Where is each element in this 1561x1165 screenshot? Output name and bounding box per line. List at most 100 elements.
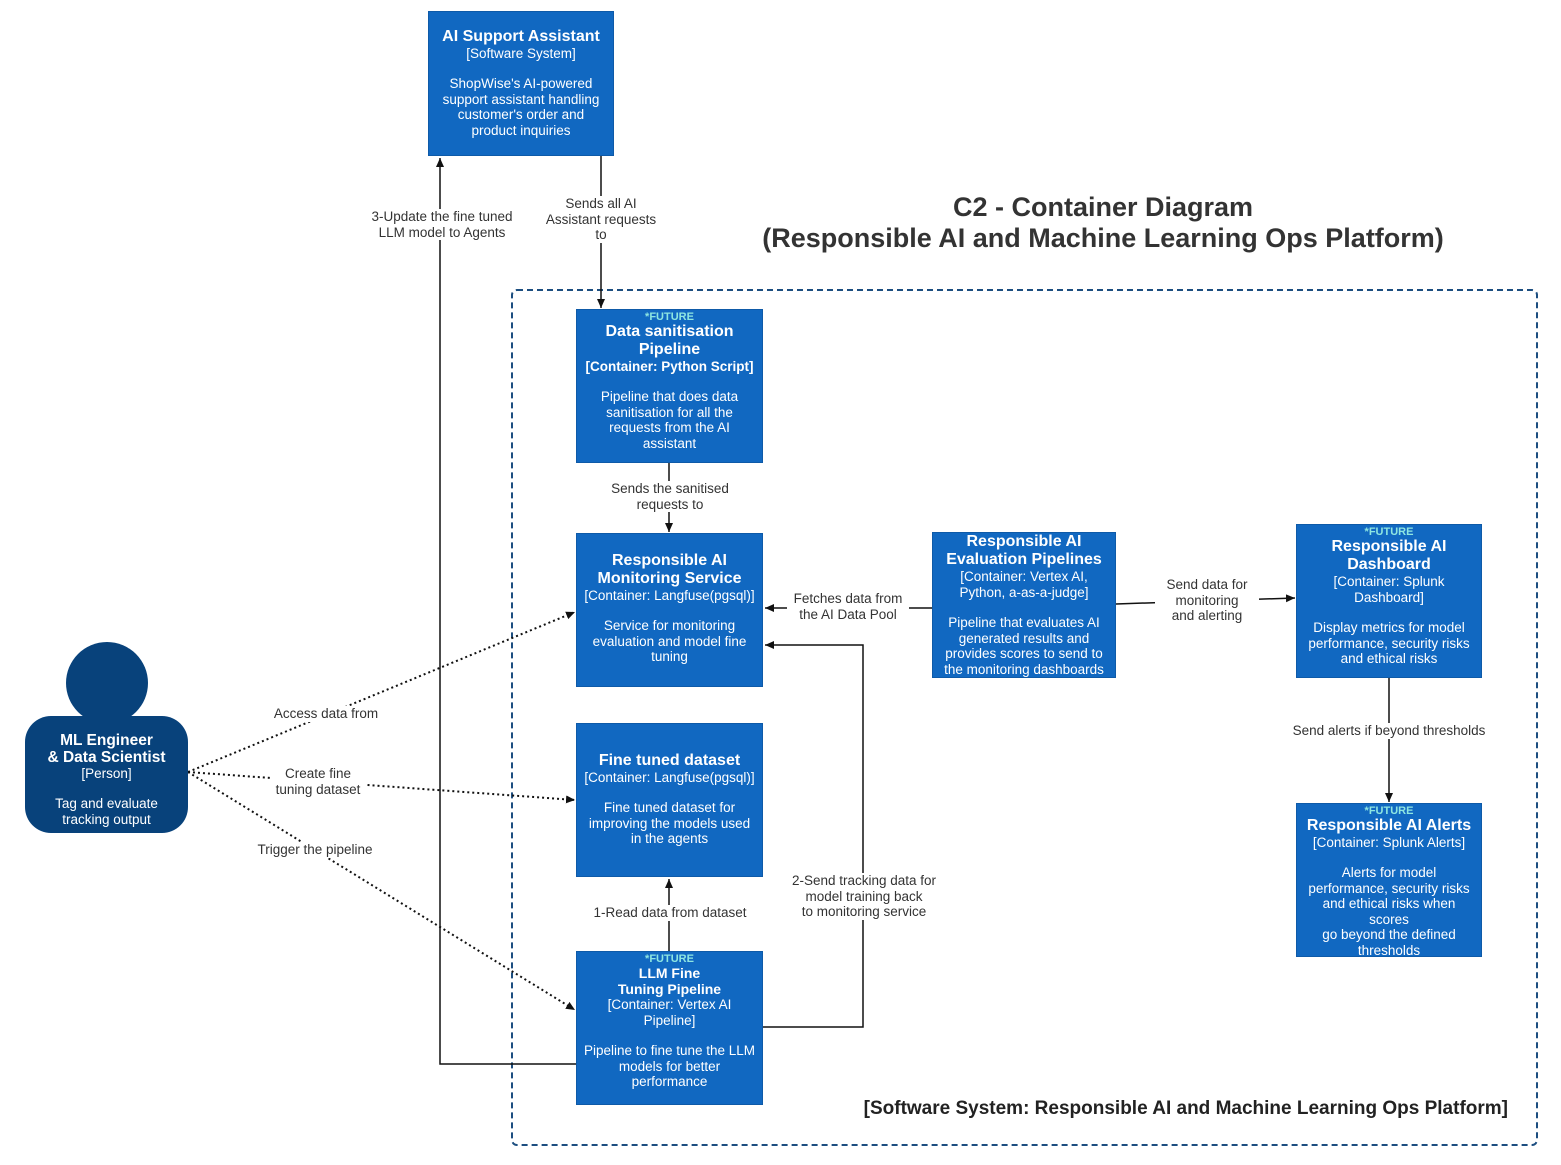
person-desc: Tag and evaluate tracking output bbox=[25, 796, 188, 827]
person-head-icon bbox=[66, 642, 148, 724]
diagram-title-line1: C2 - Container Diagram bbox=[952, 192, 1254, 222]
label-line: Sends the sanitised bbox=[611, 481, 729, 496]
node-name: Responsible AI Evaluation Pipelines bbox=[939, 533, 1109, 569]
name-line: Pipeline bbox=[638, 341, 701, 358]
node-desc: Service for monitoring evaluation and mo… bbox=[583, 618, 756, 665]
label-line: LLM model to Agents bbox=[378, 224, 506, 240]
desc-line: support assistant handling bbox=[442, 91, 600, 107]
node-desc: ShopWise's AI-powered support assistant … bbox=[435, 76, 607, 138]
label-line: to monitoring service bbox=[801, 904, 927, 919]
future-tag: *FUTURE bbox=[645, 953, 694, 965]
desc-line: models for better bbox=[618, 1058, 721, 1074]
label-read: 1-Read data from dataset bbox=[588, 905, 752, 921]
desc-line: tuning bbox=[651, 649, 688, 664]
person-type: [Person] bbox=[81, 766, 132, 781]
label-sends-sanitised: Sends the sanitised requests to bbox=[600, 481, 740, 512]
edge-access bbox=[187, 611, 576, 773]
node-tech: [Container: Langfuse(pgsql)] bbox=[584, 770, 755, 785]
desc-line: tracking output bbox=[62, 811, 151, 827]
label-send-data: Send data for monitoring and alerting bbox=[1155, 577, 1259, 624]
node-alerts[interactable]: *FUTURE Responsible AI Alerts [Container… bbox=[1296, 803, 1482, 958]
edge-send-tracking bbox=[763, 641, 864, 1028]
node-desc: Display metrics for model performance, s… bbox=[1303, 620, 1475, 667]
system-boundary: [Software System: Responsible AI and Mac… bbox=[511, 289, 1538, 1146]
node-fine-tuned-dataset[interactable]: Fine tuned dataset [Container: Langfuse(… bbox=[576, 723, 763, 877]
node-tech: [Container: Vertex AI Pipeline] bbox=[583, 997, 756, 1029]
label-line: 2-Send tracking data for bbox=[791, 873, 937, 888]
desc-line: assistant bbox=[642, 435, 697, 451]
label-line: Send data for bbox=[1166, 577, 1248, 592]
diagram-title: C2 - Container Diagram (Responsible AI a… bbox=[700, 192, 1506, 254]
name-line: Data sanitisation bbox=[605, 323, 734, 340]
node-llm-fine-tuning-pipeline[interactable]: *FUTURE LLM Fine Tuning Pipeline [Contai… bbox=[576, 951, 763, 1105]
desc-line: performance bbox=[631, 1074, 708, 1089]
tech-line: Dashboard] bbox=[1354, 590, 1424, 605]
desc-line: go beyond the defined bbox=[1322, 927, 1456, 942]
label-update-model: 3-Update the fine tuned LLM model to Age… bbox=[360, 209, 524, 240]
future-tag: *FUTURE bbox=[1364, 526, 1414, 538]
name-line: Tuning Pipeline bbox=[617, 981, 722, 997]
name-line: Responsible AI bbox=[612, 552, 727, 569]
desc-line: Pipeline that evaluates AI bbox=[948, 615, 1100, 630]
boundary-label: [Software System: Responsible AI and Mac… bbox=[863, 1098, 1508, 1119]
node-monitoring-service[interactable]: Responsible AI Monitoring Service [Conta… bbox=[576, 533, 763, 687]
desc-line: and ethical risks bbox=[1340, 651, 1438, 666]
node-name: Fine tuned dataset bbox=[598, 752, 741, 769]
node-name: Data sanitisation Pipeline bbox=[583, 323, 756, 359]
desc-line: Pipeline that does data bbox=[600, 389, 739, 404]
desc-line: Alerts for model bbox=[1341, 865, 1437, 880]
node-desc: Pipeline that evaluates AI generated res… bbox=[939, 615, 1109, 677]
node-evaluation-pipelines[interactable]: Responsible AI Evaluation Pipelines [Con… bbox=[932, 532, 1116, 678]
node-desc: Pipeline to fine tune the LLM models for… bbox=[583, 1043, 756, 1090]
node-name: Responsible AI Alerts bbox=[1306, 817, 1472, 834]
label-send-alerts: Send alerts if beyond thresholds bbox=[1281, 723, 1497, 739]
tech-line: [Container: Vertex AI bbox=[607, 997, 732, 1012]
desc-line: sanitisation for all the bbox=[606, 404, 733, 420]
label-line: to bbox=[595, 227, 607, 242]
desc-line: performance, security risks bbox=[1308, 880, 1470, 896]
node-person-ml-engineer[interactable]: ML Engineer & Data Scientist [Person] Ta… bbox=[25, 716, 188, 833]
name-line: Evaluation Pipelines bbox=[946, 551, 1102, 568]
desc-line: thresholds bbox=[1357, 942, 1421, 958]
node-ai-support-assistant[interactable]: AI Support Assistant [Software System] S… bbox=[428, 11, 614, 156]
label-line: requests to bbox=[636, 496, 704, 512]
desc-line: provides scores to send to bbox=[945, 646, 1103, 661]
node-desc: Pipeline that does data sanitisation for… bbox=[583, 389, 756, 451]
desc-line: Display metrics for model bbox=[1313, 620, 1465, 635]
node-desc: Alerts for model performance, security r… bbox=[1303, 865, 1475, 958]
edge-update-model bbox=[436, 158, 576, 1065]
label-line: Fetches data from bbox=[793, 591, 903, 606]
future-tag: *FUTURE bbox=[645, 311, 694, 323]
node-dashboard[interactable]: *FUTURE Responsible AI Dashboard [Contai… bbox=[1296, 524, 1482, 678]
edge-trigger bbox=[187, 771, 576, 1011]
name-line: Monitoring Service bbox=[597, 570, 742, 587]
desc-line: Service for monitoring bbox=[603, 618, 736, 633]
tech-line: [Container: Vertex AI, bbox=[960, 569, 1088, 584]
desc-line: product inquiries bbox=[471, 122, 571, 138]
label-access: Access data from bbox=[270, 706, 382, 722]
node-name: AI Support Assistant bbox=[442, 28, 600, 45]
label-line: Assistant requests bbox=[545, 211, 657, 227]
label-fetches: Fetches data from the AI Data Pool bbox=[787, 591, 909, 622]
name-line: Responsible AI bbox=[1331, 538, 1447, 555]
edge-create bbox=[187, 771, 576, 804]
label-trigger: Trigger the pipeline bbox=[250, 842, 380, 858]
node-data-sanitisation-pipeline[interactable]: *FUTURE Data sanitisation Pipeline [Cont… bbox=[576, 309, 763, 463]
node-tech: [Container: Splunk Alerts] bbox=[1312, 835, 1466, 850]
label-line: monitoring bbox=[1175, 592, 1239, 608]
desc-line: performance, security risks bbox=[1308, 635, 1470, 651]
tech-line: Pipeline] bbox=[643, 1013, 696, 1028]
label-create: Create fine tuning dataset bbox=[270, 766, 366, 797]
desc-line: Pipeline to fine tune the LLM bbox=[583, 1043, 756, 1058]
desc-line: requests from the AI bbox=[609, 420, 730, 435]
desc-line: Tag and evaluate bbox=[55, 796, 158, 811]
desc-line: the monitoring dashboards bbox=[944, 661, 1104, 677]
desc-line: in the agents bbox=[630, 831, 709, 846]
node-tech: [Container: Splunk Dashboard] bbox=[1303, 574, 1475, 606]
tech-line: [Container: Splunk bbox=[1333, 574, 1445, 589]
node-tech: [Container: Python Script] bbox=[585, 359, 754, 374]
desc-line: Fine tuned dataset for bbox=[603, 800, 736, 815]
node-name: Responsible AI Dashboard bbox=[1303, 538, 1475, 574]
person-name-line2: & Data Scientist bbox=[47, 749, 166, 766]
label-line: model training back bbox=[805, 888, 923, 904]
